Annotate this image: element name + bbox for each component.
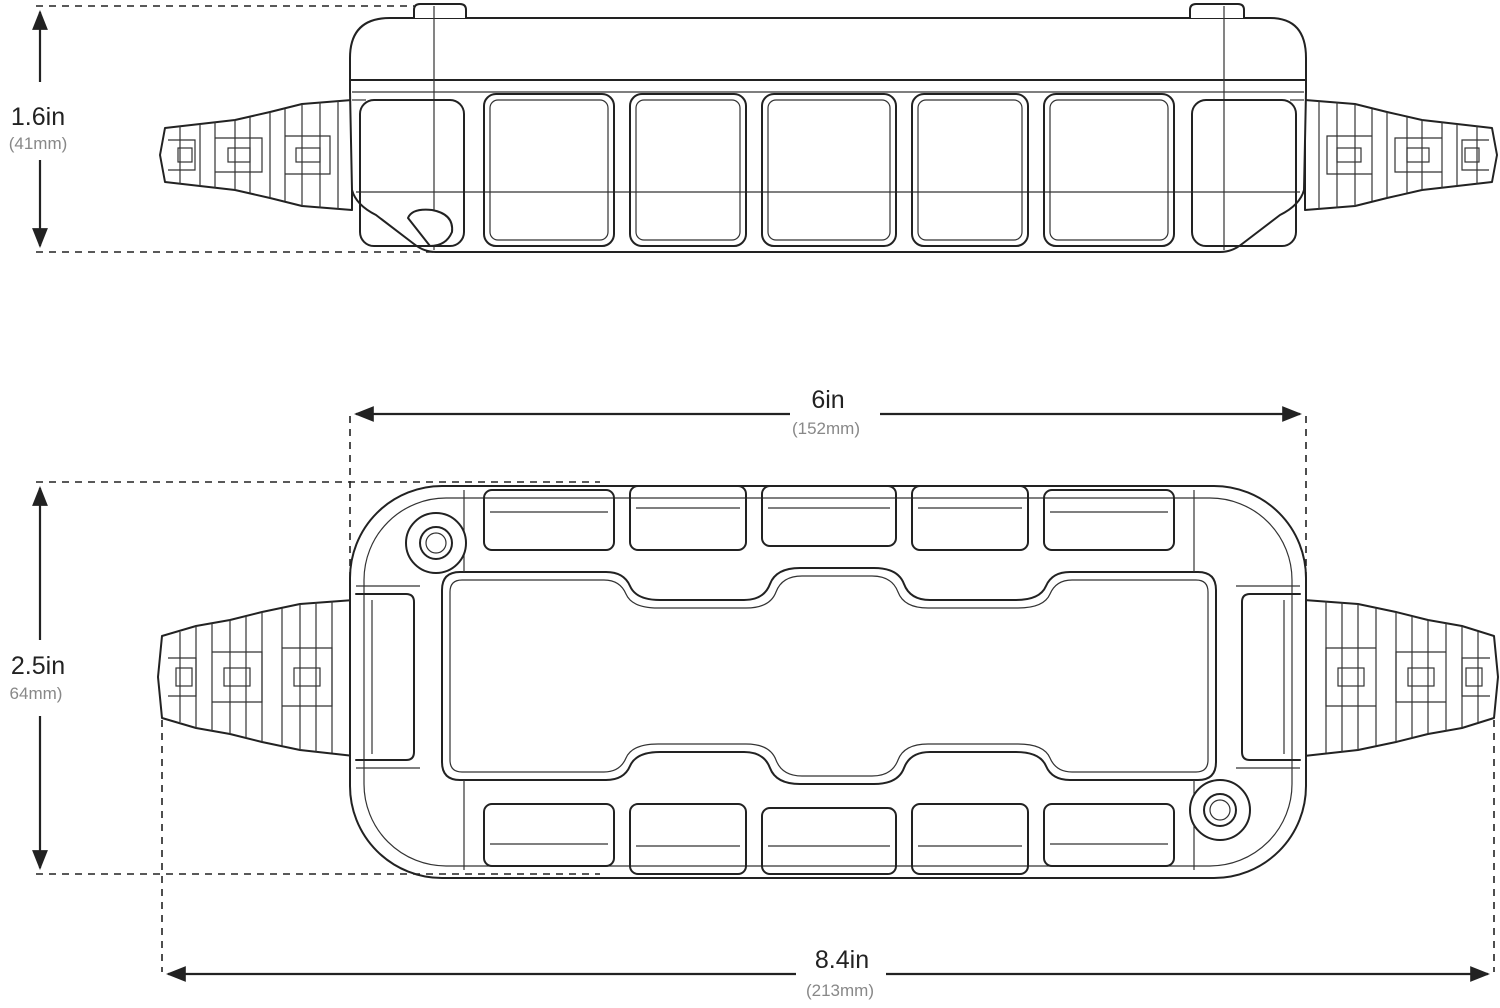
top-right-cable-strain-relief	[1303, 599, 1499, 757]
side-left-cable-strain-relief	[159, 99, 353, 211]
body-width-label: 6in (152mm)	[792, 386, 860, 438]
body-width-main-text: 6in	[811, 386, 844, 414]
mounting-hole-bottom-right	[1189, 779, 1251, 841]
mounting-hole-top-left	[405, 512, 467, 574]
body-width-sub-text: (152mm)	[792, 419, 860, 438]
depth-main-text: 2.5in	[11, 652, 65, 680]
overall-length-label: 8.4in (213mm)	[806, 946, 874, 1000]
dimension-lines	[32, 5, 1495, 982]
height-sub-text: (41mm)	[9, 134, 68, 153]
depth-label: 2.5in 64mm)	[10, 652, 66, 703]
top-housing	[349, 485, 1307, 879]
top-left-cable-strain-relief	[157, 599, 355, 757]
overall-length-main-text: 8.4in	[815, 946, 869, 974]
overall-length-sub-text: (213mm)	[806, 981, 874, 1000]
height-main-text: 1.6in	[11, 103, 65, 131]
top-view	[157, 485, 1499, 879]
side-housing	[349, 3, 1307, 253]
depth-sub-text: 64mm)	[10, 684, 63, 703]
side-right-cable-strain-relief	[1304, 99, 1498, 211]
side-view	[159, 3, 1498, 253]
height-label: 1.6in (41mm)	[9, 103, 68, 153]
